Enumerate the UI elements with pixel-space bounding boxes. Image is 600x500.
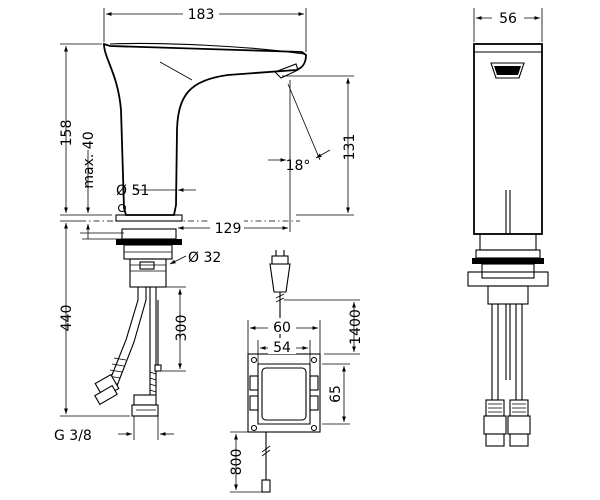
dim-hose-length: 440 — [59, 305, 75, 332]
dim-max-40: max. 40 — [81, 131, 97, 188]
dim-box-height: 65 — [328, 385, 344, 403]
dim-spout-height: 131 — [342, 134, 358, 161]
supply-hoses — [94, 287, 162, 417]
dim-cable-300: 300 — [174, 315, 190, 342]
dim-box-inner-width: 54 — [273, 340, 291, 356]
sensor-window — [117, 203, 127, 213]
dim-spray-angle: 18° — [286, 158, 311, 174]
dim-reach: 129 — [215, 221, 242, 237]
dim-height-total: 158 — [59, 120, 75, 147]
dim-box-width: 60 — [273, 320, 291, 336]
power-plug — [269, 250, 291, 312]
dimensions-box: 60 54 65 1400 800 — [229, 299, 364, 493]
dim-cable-800: 800 — [229, 449, 245, 476]
dim-base-diameter: Ø 51 — [116, 183, 149, 199]
spout-nozzle — [274, 63, 299, 79]
mounting-washer — [116, 239, 182, 245]
faucet-front-view — [467, 43, 549, 447]
dim-spout-length: 183 — [188, 7, 215, 23]
faucet-side-view — [80, 42, 307, 417]
dim-body-width: 56 — [499, 11, 517, 27]
dim-cable-1400: 1400 — [348, 309, 364, 345]
dimensions-front: 56 — [473, 8, 543, 42]
dimensions-side: 183 158 max. 40 Ø 51 129 131 18° Ø — [54, 4, 358, 444]
dim-shank-diameter: Ø 32 — [188, 250, 221, 266]
dim-thread: G 3/8 — [54, 428, 92, 444]
threaded-shank — [129, 258, 167, 288]
